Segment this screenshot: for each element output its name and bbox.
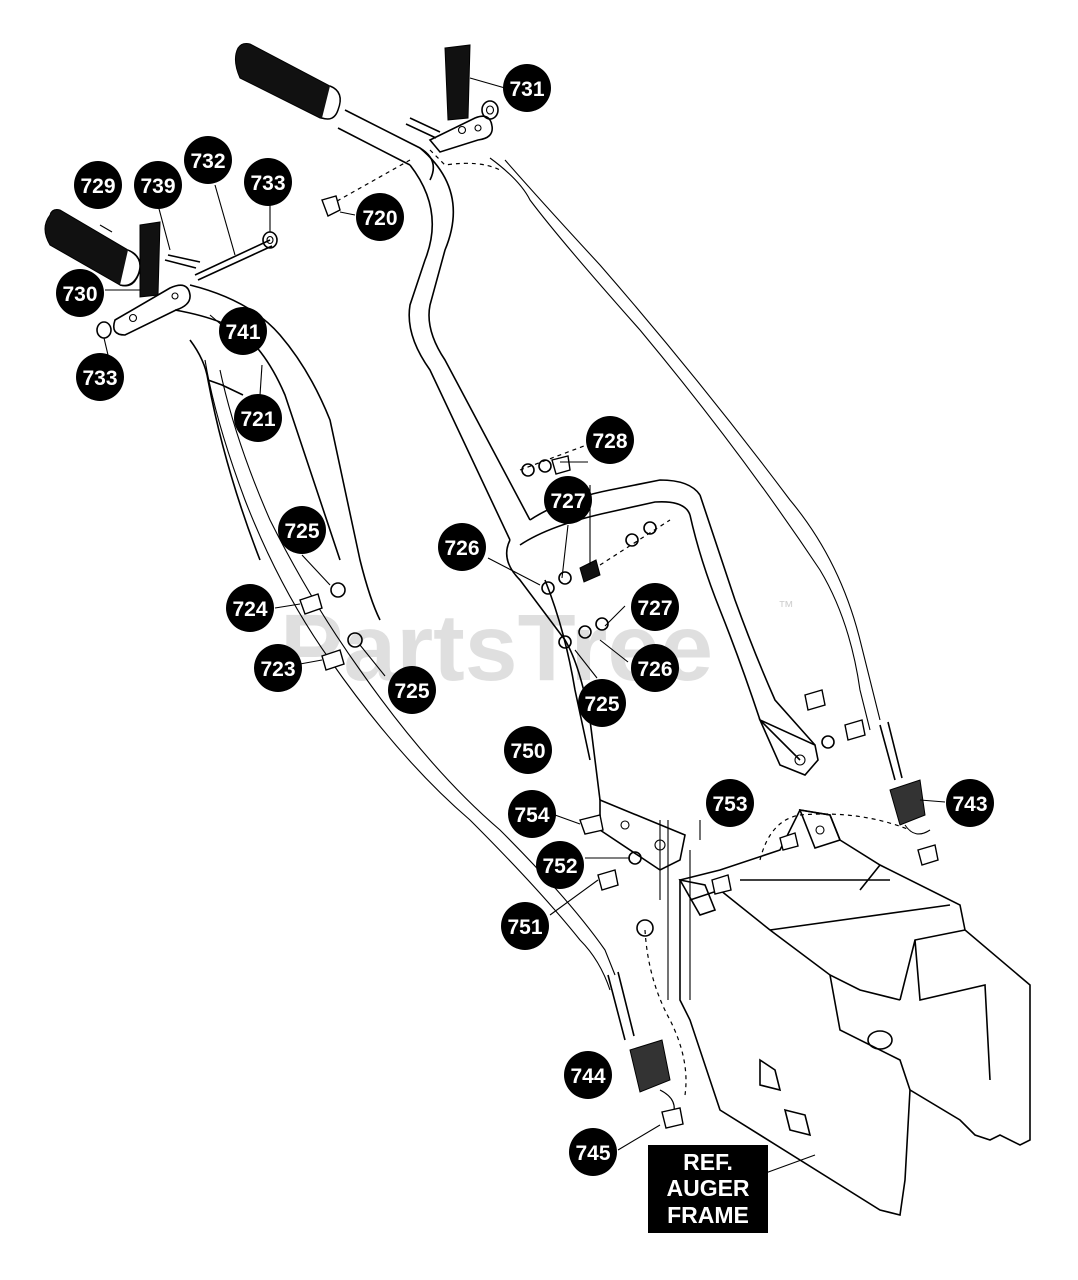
callout-730[interactable]: 730: [56, 269, 104, 317]
callout-label: 743: [952, 793, 987, 816]
callout-733-top[interactable]: 733: [244, 158, 292, 206]
callout-726-right[interactable]: 726: [631, 644, 679, 692]
left-handle-tube: [174, 284, 381, 621]
callout-721[interactable]: 721: [234, 394, 282, 442]
callout-744[interactable]: 744: [564, 1051, 612, 1099]
callout-729[interactable]: 729: [74, 161, 122, 209]
callout-label: 752: [542, 855, 577, 878]
callout-label: 726: [444, 537, 479, 560]
callout-754[interactable]: 754: [508, 790, 556, 838]
callout-732[interactable]: 732: [184, 136, 232, 184]
callout-label: 726: [637, 658, 672, 681]
callout-741[interactable]: 741: [219, 307, 267, 355]
right-cable-outer: [504, 159, 881, 721]
right-handle-lever: [428, 44, 499, 153]
center-hardware: [299, 439, 866, 891]
callout-label: 725: [584, 693, 619, 716]
callout-label: 751: [507, 916, 542, 939]
right-spring: [879, 721, 939, 866]
left-cable: [204, 359, 611, 991]
callout-label: 741: [225, 321, 260, 344]
callout-label: 723: [260, 658, 295, 681]
ref-line-3: FRAME: [667, 1202, 749, 1228]
callout-752[interactable]: 752: [536, 841, 584, 889]
callout-label: 721: [240, 408, 275, 431]
callout-label: 744: [570, 1065, 605, 1088]
callout-739[interactable]: 739: [134, 161, 182, 209]
ref-line-1: REF.: [683, 1149, 733, 1175]
callout-label: 725: [284, 520, 319, 543]
callout-label: 725: [394, 680, 429, 703]
callout-label: 745: [575, 1142, 610, 1165]
callout-745[interactable]: 745: [569, 1128, 617, 1176]
callout-label: 754: [514, 804, 549, 827]
callout-724[interactable]: 724: [226, 584, 274, 632]
callout-731[interactable]: 731: [503, 64, 551, 112]
callout-728[interactable]: 728: [586, 416, 634, 464]
callout-label: 739: [140, 175, 175, 198]
callout-label: 720: [362, 207, 397, 230]
right-handle-grip: [234, 43, 341, 120]
callout-743[interactable]: 743: [946, 779, 994, 827]
callout-label: 730: [62, 283, 97, 306]
left-spring: [607, 971, 684, 1129]
callout-723[interactable]: 723: [254, 644, 302, 692]
callout-label: 727: [550, 490, 585, 513]
callout-label: 729: [80, 175, 115, 198]
auger-frame: [678, 808, 1031, 1216]
callout-label: 728: [592, 430, 627, 453]
callout-727-top[interactable]: 727: [544, 476, 592, 524]
watermark-trademark: ™: [778, 599, 794, 616]
callout-725-bottom-left[interactable]: 725: [388, 666, 436, 714]
right-rod-pin: [321, 117, 441, 217]
callout-label: 750: [510, 740, 545, 763]
callout-label: 753: [712, 793, 747, 816]
callout-726-top[interactable]: 726: [438, 523, 486, 571]
callout-725-center[interactable]: 725: [578, 679, 626, 727]
right-lower-bracket: [758, 718, 819, 776]
callout-727-right[interactable]: 727: [631, 583, 679, 631]
callout-733-bottom[interactable]: 733: [76, 353, 124, 401]
left-lower-bracket: [599, 798, 686, 871]
callout-label: 733: [250, 172, 285, 195]
callout-label: 727: [637, 597, 672, 620]
callout-720[interactable]: 720: [356, 193, 404, 241]
callout-label: 724: [232, 598, 267, 621]
right-cable: [489, 157, 871, 731]
callout-label: 733: [82, 367, 117, 390]
callout-725-left[interactable]: 725: [278, 506, 326, 554]
callout-label: 731: [509, 78, 544, 101]
callout-750[interactable]: 750: [504, 726, 552, 774]
callout-753[interactable]: 753: [706, 779, 754, 827]
leader-lines: [99, 77, 946, 1176]
ref-line-2: AUGER: [666, 1175, 749, 1201]
left-handle-lever: [112, 221, 191, 336]
right-handle-upper-tube: [337, 109, 531, 541]
callout-751[interactable]: 751: [501, 902, 549, 950]
ref-auger-frame-box: REF. AUGER FRAME: [648, 1145, 768, 1233]
callout-label: 732: [190, 150, 225, 173]
